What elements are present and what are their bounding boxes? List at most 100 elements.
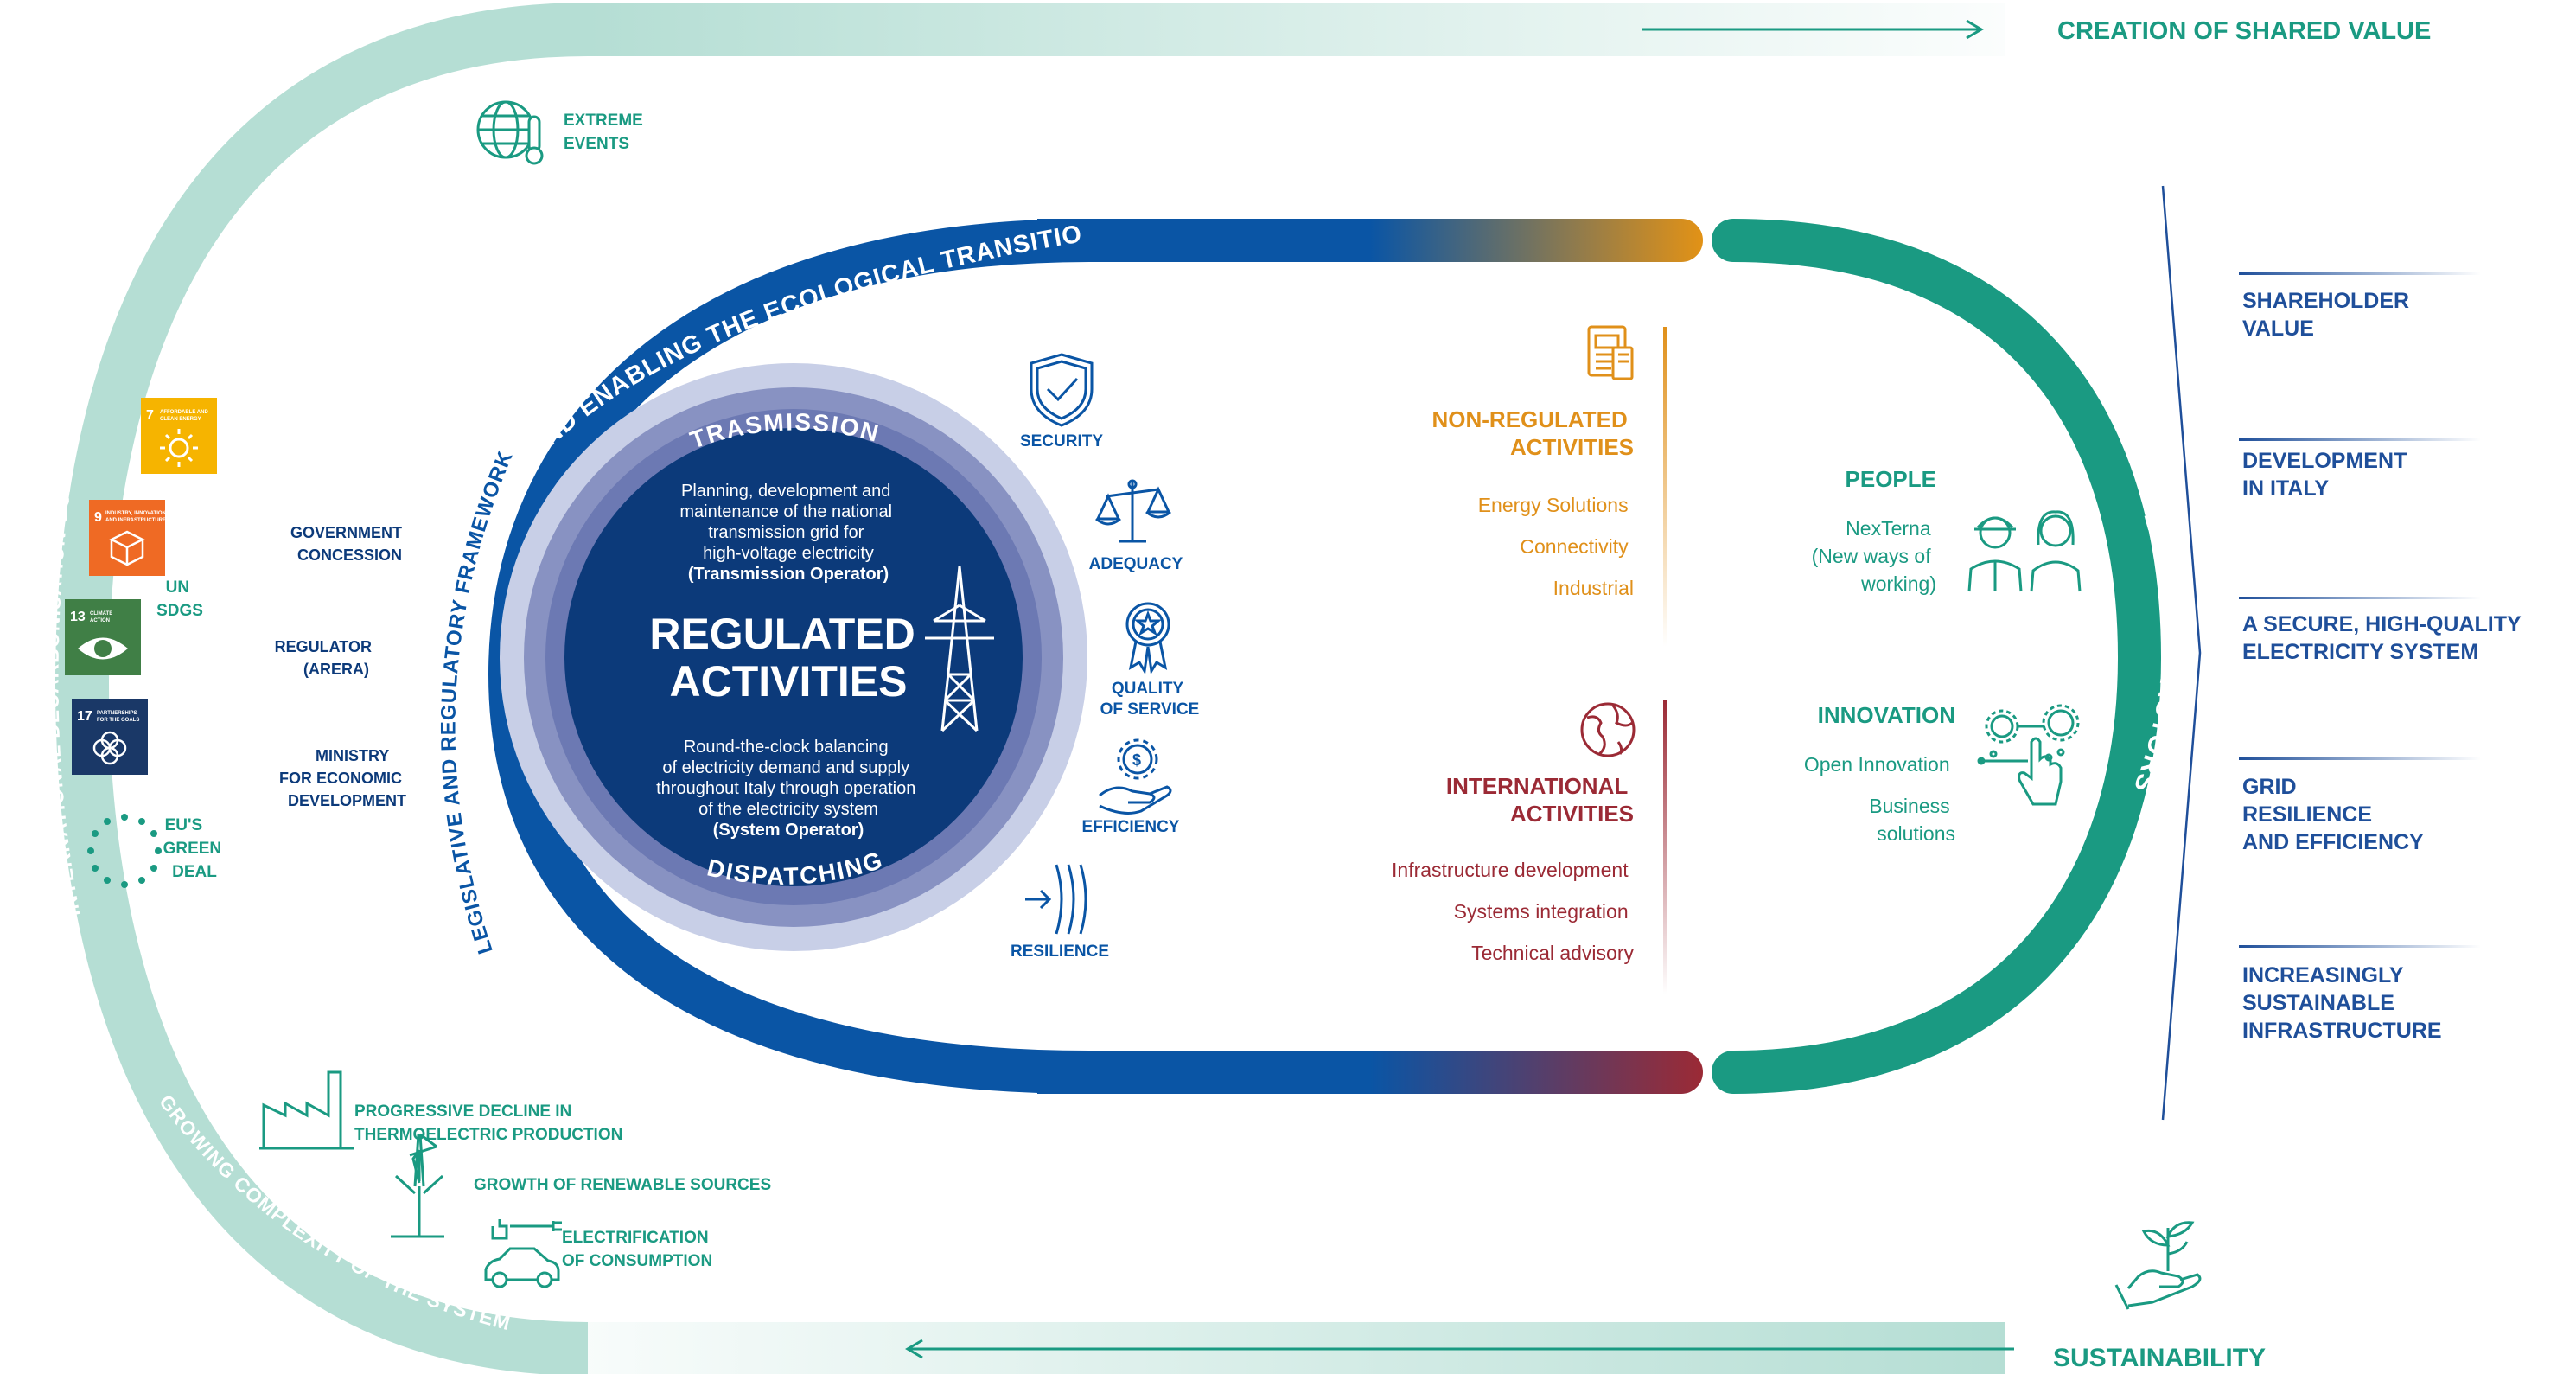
hand-plant-icon (2114, 1221, 2202, 1310)
eu-line3: DEAL (172, 863, 217, 881)
value-5c: INFRASTRUCTURE (2242, 1019, 2442, 1043)
sustainability-label: SUSTAINABILITY (2053, 1344, 2266, 1372)
quality-security: SECURITY (1020, 432, 1103, 451)
non-regulated-title-1: NON-REGULATED (1431, 406, 1627, 432)
framework-item-3c: DEVELOPMENT (288, 792, 406, 809)
svg-text:Infrastructure development: Infrastructure development Systems integ… (1392, 859, 1634, 964)
international-item-1: Infrastructure development (1392, 859, 1629, 881)
shield-check-icon (1030, 353, 1094, 427)
svg-text:Energy Solutions Connectiv: Energy Solutions Connectivity Industrial (1478, 494, 1634, 599)
value-3b: ELECTRICITY SYSTEM (2242, 640, 2478, 664)
value-4a: GRID (2242, 775, 2297, 799)
document-icon (1587, 325, 1634, 380)
innovation-item-2: Business (1869, 795, 1949, 817)
international-item-2: Systems integration (1454, 900, 1629, 923)
value-chevron-icon (2161, 185, 2202, 1121)
eye-globe-icon (78, 637, 128, 660)
quality-resilience: RESILIENCE (1011, 943, 1109, 961)
value-sep-4 (2239, 757, 2481, 760)
value-1b: VALUE (2242, 316, 2314, 341)
svg-text:QUALITY OF SERVICE: QUALITY OF SERVICE (1100, 680, 1200, 719)
disp-text-bold: (System Operator) (713, 821, 864, 840)
cubes-icon (109, 530, 145, 567)
trend-2: GROWTH OF RENEWABLE SOURCES (474, 1176, 771, 1194)
value-5b: SUSTAINABLE (2242, 991, 2394, 1015)
svg-text:Round-the-clock balancing: Round-the-clock balancing of electricity… (656, 738, 921, 819)
svg-text:INDUSTRY, INNOVATION: INDUSTRY, INNOVATION (105, 511, 166, 516)
framework-arc-top-band (1037, 219, 1703, 262)
svg-text:FOR THE GOALS: FOR THE GOALS (97, 718, 139, 723)
creation-label: CREATION OF SHARED VALUE (2057, 17, 2431, 45)
value-3a: A SECURE, HIGH-QUALITY (2242, 612, 2522, 636)
framework-item-3a: MINISTRY (316, 747, 389, 764)
globe-thermometer-icon (476, 100, 544, 165)
innovation-title: INNOVATION (1818, 702, 1955, 728)
svg-text:NexTerna (New ways of: NexTerna (New ways of working) (1812, 517, 1936, 595)
svg-text:AND INFRASTRUCTURE: AND INFRASTRUCTURE (105, 518, 166, 523)
wind-turbine-icon (391, 1133, 444, 1238)
factory-icon (259, 1070, 354, 1150)
disp-text-1: Round-the-clock balancing (684, 738, 889, 757)
svg-text:REGULATED ACTIVITIES: REGULATED ACTIVITIES (649, 610, 927, 706)
value-sep-3 (2239, 597, 2481, 599)
framework-item-2a: REGULATOR (275, 638, 372, 655)
value-sep-2 (2239, 438, 2481, 441)
international-item-3: Technical advisory (1471, 942, 1634, 964)
people-item-3: working) (1860, 572, 1936, 595)
non-regulated-item-3: Industrial (1553, 577, 1634, 599)
trend-1b: THERMOELECTRIC PRODUCTION (354, 1126, 622, 1144)
svg-text:NON-REGULATED ACTIVITIES: NON-REGULATED ACTIVITIES (1431, 406, 1634, 460)
international-title-1: INTERNATIONAL (1446, 773, 1629, 799)
framework-item-3b: FOR ECONOMIC (279, 770, 402, 787)
value-2b: IN ITALY (2242, 476, 2329, 501)
trend-3b: OF CONSUMPTION (562, 1252, 712, 1270)
svg-text:INTERNATIONAL ACTIVITIES: INTERNATIONAL ACTIVITIES (1446, 773, 1634, 827)
top-arrow-icon (1642, 19, 1984, 40)
sdg-tile-7: 7 AFFORDABLE AND CLEAN ENERGY (141, 398, 217, 474)
non-regulated-item-2: Connectivity (1520, 535, 1629, 558)
svg-text:ACTION: ACTION (90, 618, 110, 623)
quality-service-1: QUALITY (1112, 680, 1184, 698)
people-title: PEOPLE (1846, 466, 1936, 492)
trans-text-3: transmission grid for (708, 523, 864, 542)
trans-text-1: Planning, development and (681, 482, 890, 501)
globe-icon (1580, 702, 1636, 757)
value-5a: INCREASINGLY (2242, 963, 2404, 987)
innovation-touch-icon (1977, 704, 2080, 806)
trend-1a: PROGRESSIVE DECLINE IN (354, 1102, 571, 1121)
outer-arc (54, 3, 1988, 1374)
disp-text-4: of the electricity system (698, 800, 878, 819)
svg-text:EU'S GREEN DEAL: EU'S GREEN DEAL (163, 816, 226, 881)
people-item-2: (New ways of (1812, 545, 1932, 567)
extreme-events-line2: EVENTS (564, 135, 629, 153)
award-icon (1125, 602, 1170, 675)
non-regulated-divider (1663, 327, 1667, 647)
sdg-tile-9: 9 INDUSTRY, INNOVATION AND INFRASTRUCTUR… (89, 500, 166, 576)
wave-arrow-icon (1025, 864, 1087, 935)
eu-line1: EU'S (165, 816, 203, 834)
international-title-2: ACTIVITIES (1510, 801, 1634, 827)
flower-icon (92, 731, 127, 765)
un-sdgs-line2: SDGS (156, 602, 203, 620)
svg-text:UN SDGS: UN SDGS (156, 578, 203, 620)
sun-icon (160, 429, 198, 467)
framework-item-1b: CONCESSION (297, 546, 402, 564)
framework-arc-bottom-band (1037, 1051, 1703, 1094)
top-arrow-band (588, 3, 2005, 56)
disp-text-3: throughout Italy through operation (656, 779, 915, 798)
people-icon (1967, 510, 2082, 592)
eu-stars-icon (87, 814, 162, 888)
trans-text-bold: (Transmission Operator) (688, 565, 889, 584)
scales-icon (1095, 479, 1171, 543)
sdg-tile-17: 17 PARTNERSHIPS FOR THE GOALS (72, 699, 148, 775)
eu-line2: GREEN (163, 840, 222, 858)
svg-text:CLIMATE: CLIMATE (90, 611, 112, 617)
non-regulated-title-2: ACTIVITIES (1510, 434, 1634, 460)
hand-gear-icon: $ (1099, 738, 1172, 815)
international-divider (1663, 700, 1667, 994)
svg-text:$: $ (1132, 751, 1141, 769)
framework-item-1a: GOVERNMENT (290, 524, 402, 541)
quality-efficiency: EFFICIENCY (1082, 818, 1180, 836)
value-1a: SHAREHOLDER (2242, 289, 2409, 313)
svg-text:Planning, development and: Planning, development and maintenance of… (679, 482, 896, 563)
